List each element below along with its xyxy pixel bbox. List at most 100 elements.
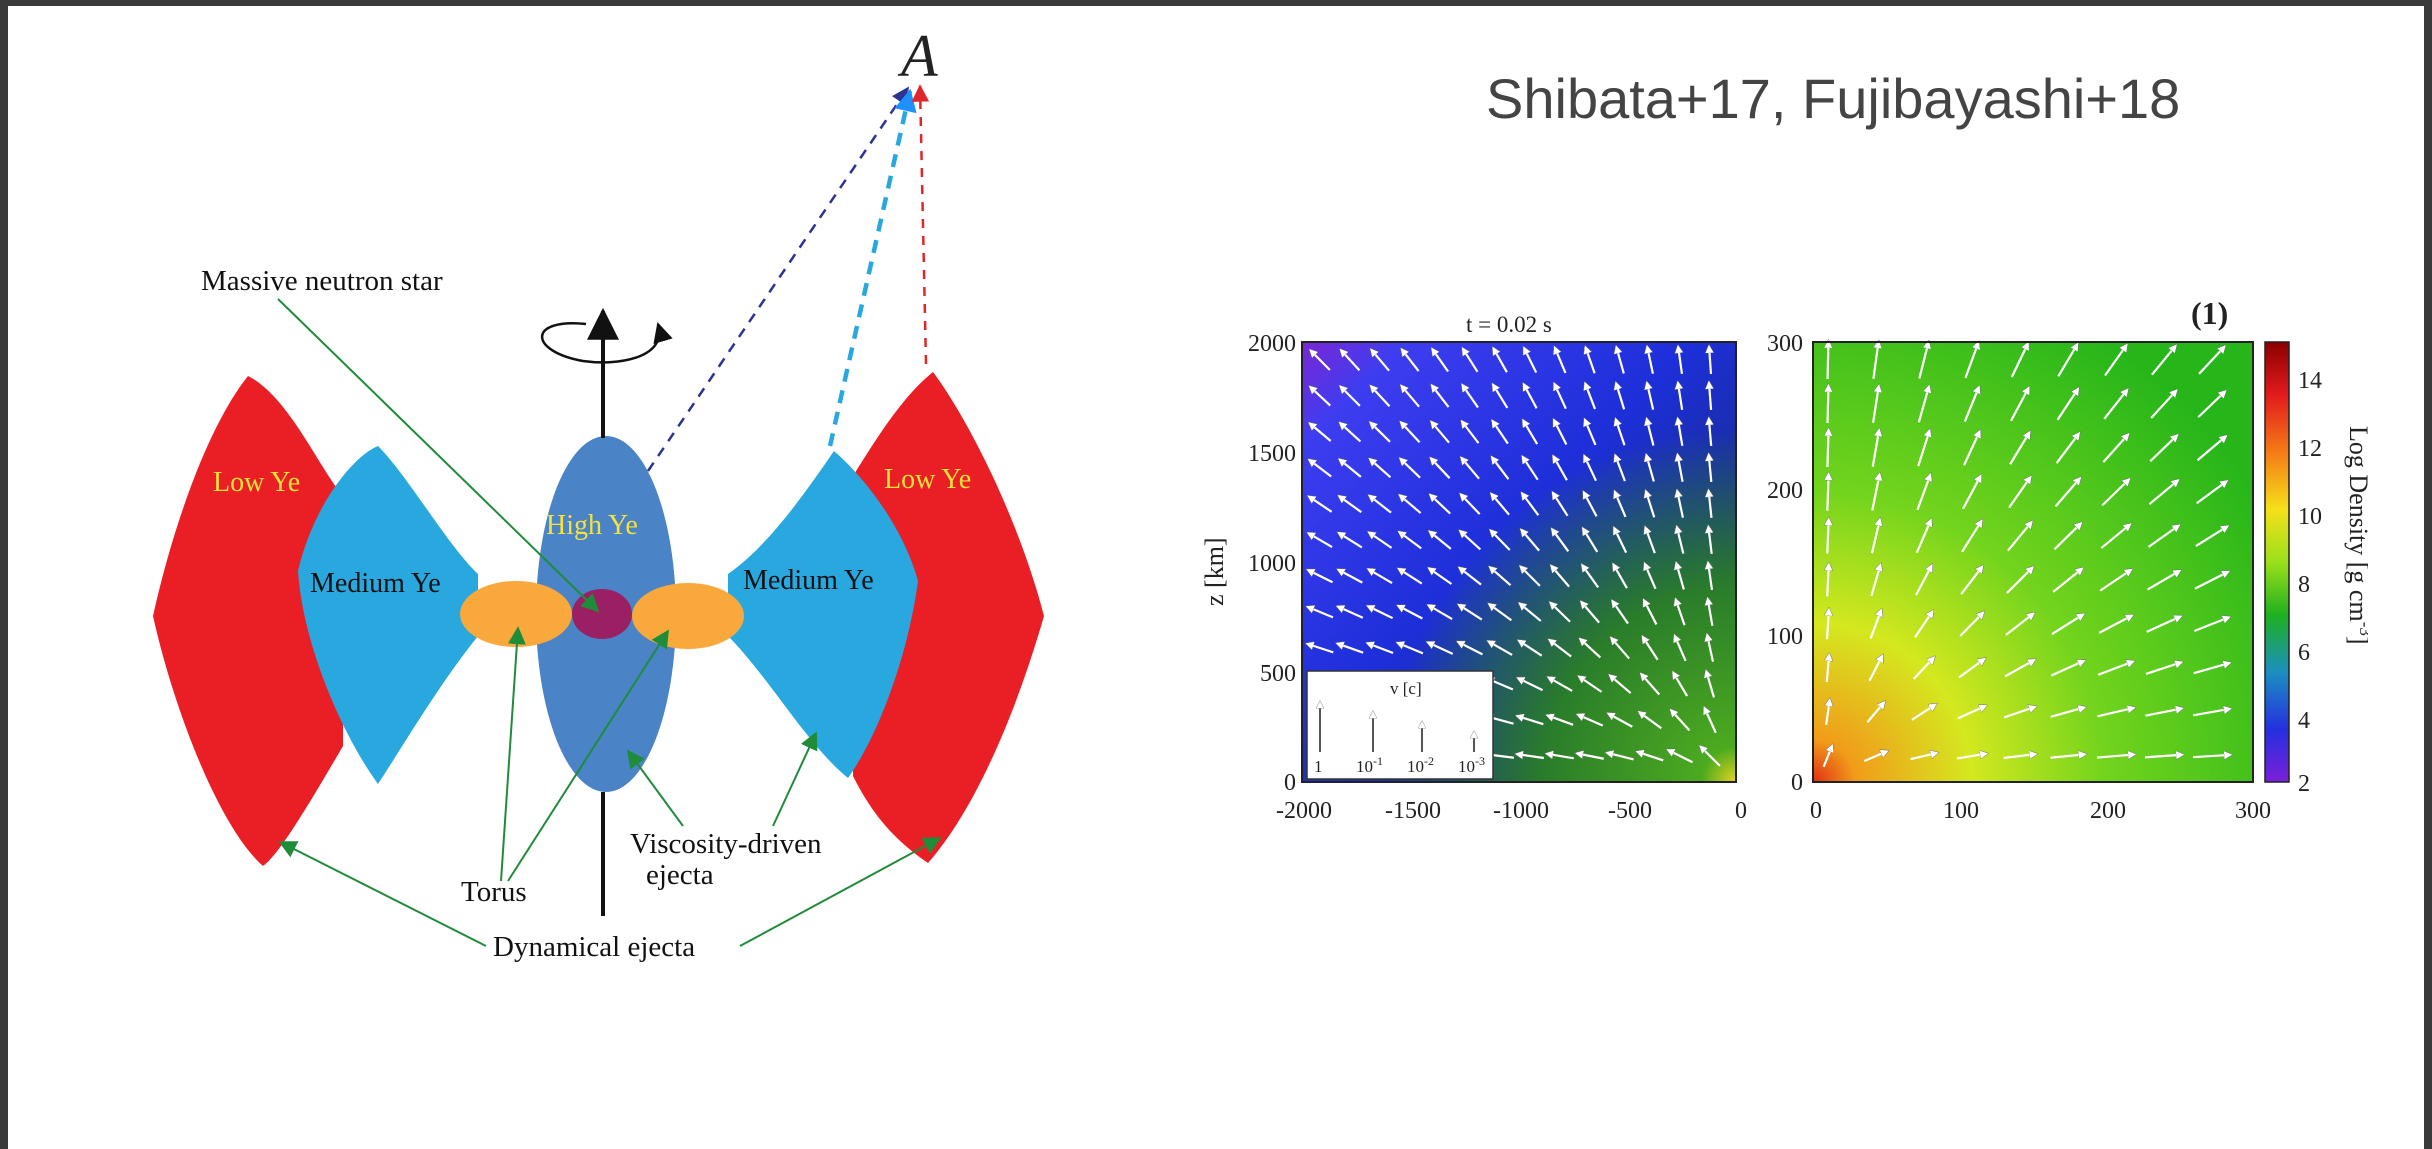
velocity-arrow (1489, 567, 1512, 587)
pointer-dynamical-right (739, 837, 942, 947)
right-panel-background (1813, 342, 2253, 782)
velocity-arrow (2006, 567, 2033, 594)
velocity-arrow (2103, 389, 2128, 420)
velocity-arrow (1676, 563, 1685, 590)
velocity-arrow (1677, 490, 1684, 518)
velocity-arrow (1871, 474, 1879, 511)
velocity-arrow (2150, 390, 2177, 419)
velocity-arrow (1827, 564, 1829, 597)
velocity-arrow (1708, 562, 1712, 591)
velocity-arrow (1459, 567, 1482, 586)
right-ytick: 100 (1767, 624, 1803, 650)
velocity-arrow (1822, 745, 1833, 768)
left-ytick: 1000 (1248, 551, 1296, 577)
velocity-arrow (1708, 598, 1714, 626)
velocity-arrow (2050, 660, 2084, 677)
label-dynamical: Dynamical ejecta (493, 931, 695, 963)
velocity-arrow (2147, 525, 2179, 548)
panel-tag: (1) (2191, 295, 2228, 331)
left-y-ticks: 2000 1500 1000 500 0 (1248, 331, 1296, 796)
velocity-arrow (2198, 346, 2225, 375)
velocity-arrow (1963, 431, 1980, 466)
velocity-legend-title: v [c] (1390, 679, 1422, 698)
velocity-arrow (1964, 342, 1978, 379)
velocity-arrow (1523, 384, 1538, 409)
sightline-high-ye (646, 86, 910, 472)
pointer-dynamical-left (278, 841, 487, 947)
velocity-arrow (1961, 520, 1982, 553)
velocity-arrow (1489, 604, 1512, 622)
right-xtick: 300 (2235, 798, 2271, 824)
velocity-arrow (2008, 476, 2031, 509)
velocity-arrow (1709, 418, 1711, 447)
velocity-arrow (1400, 422, 1421, 443)
velocity-arrow (1492, 457, 1510, 480)
velocity-arrow (2146, 616, 2182, 633)
label-torus: Torus (461, 876, 527, 908)
velocity-arrow (1520, 566, 1541, 587)
velocity-arrow (1585, 383, 1597, 410)
velocity-arrow (1872, 341, 1878, 379)
velocity-arrow (1492, 420, 1509, 445)
velocity-arrow (1616, 347, 1625, 374)
velocity-arrow (1547, 715, 1574, 726)
velocity-arrow (2057, 344, 2077, 377)
low-ye-lobe-right (853, 372, 1044, 863)
velocity-arrow (1827, 518, 1828, 554)
right-y-ticks: 300 200 100 0 (1767, 331, 1803, 796)
velocity-arrow (1428, 605, 1453, 620)
velocity-arrow (1641, 674, 1661, 696)
velocity-arrow (2099, 569, 2132, 592)
right-xtick: 0 (1810, 798, 1822, 824)
velocity-arrow (1581, 601, 1600, 624)
velocity-arrow (2055, 433, 2080, 464)
sightline-medium-ye (827, 88, 917, 447)
velocity-arrow (1552, 492, 1569, 517)
velocity-arrow (2052, 568, 2083, 593)
velocity-arrow (1398, 605, 1423, 620)
velocity-arrow (1338, 533, 1363, 549)
velocity-arrow (1957, 706, 1986, 720)
velocity-arrow (1429, 531, 1452, 550)
velocity-arrow (2102, 434, 2128, 463)
velocity-arrow (1460, 531, 1482, 551)
velocity-arrow (1582, 565, 1600, 589)
velocity-arrow (1429, 568, 1453, 585)
velocity-arrow (1872, 385, 1879, 423)
velocity-arrow (2050, 754, 2085, 758)
velocity-arrow (1368, 532, 1393, 549)
velocity-arrow (2147, 570, 2181, 591)
velocity-arrow (1462, 421, 1480, 444)
velocity-arrow (1827, 654, 1829, 683)
velocity-arrow (1341, 350, 1361, 372)
pointer-viscosity (772, 731, 818, 827)
velocity-arrow (1337, 606, 1364, 619)
velocity-arrow (1463, 348, 1479, 373)
velocity-arrow (2005, 613, 2034, 636)
velocity-arrow (1430, 458, 1451, 479)
velocity-arrow (2194, 571, 2229, 590)
right-xtick: 200 (2090, 798, 2126, 824)
velocity-arrow (1580, 639, 1602, 659)
velocity-arrow (2195, 526, 2228, 547)
velocity-arrow (2197, 391, 2225, 418)
velocity-arrow (1369, 495, 1392, 514)
velocity-arrow (1493, 384, 1509, 409)
velocity-arrow (1549, 639, 1572, 658)
left-panel-frame (1301, 341, 1737, 783)
velocity-arrow (1524, 347, 1538, 374)
velocity-arrow (2104, 344, 2127, 377)
velocity-arrow (1870, 564, 1880, 597)
velocity-arrow (1863, 751, 1887, 763)
left-xtick: -2000 (1276, 798, 1332, 824)
velocity-arrow (1615, 455, 1626, 482)
right-panel-velocity-arrows (1822, 341, 2231, 768)
velocity-arrow (1430, 494, 1451, 515)
velocity-arrow (1914, 611, 1933, 638)
velocity-arrow (2003, 707, 2036, 719)
velocity-arrow (2145, 662, 2182, 675)
velocity-arrow (1401, 349, 1420, 372)
velocity-arrow (1870, 519, 1880, 554)
velocity-arrow (2053, 523, 2081, 551)
velocity-legend (1306, 670, 1494, 780)
